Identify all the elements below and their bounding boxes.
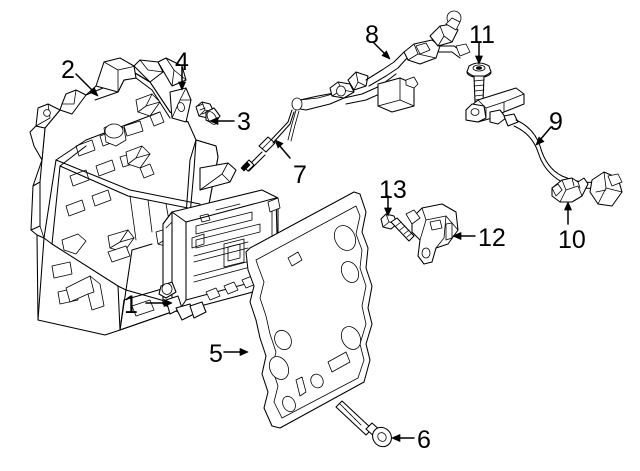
callout-label-12: 12 bbox=[478, 224, 506, 252]
callout-leaders bbox=[75, 41, 572, 442]
part-5-module-cover-plate bbox=[245, 191, 373, 429]
callout-label-9: 9 bbox=[549, 108, 563, 136]
callout-label-2: 2 bbox=[61, 56, 75, 84]
callout-label-7: 7 bbox=[293, 161, 307, 189]
part-8-wiring-harness bbox=[287, 10, 471, 142]
part-6-long-shoulder-bolt bbox=[335, 400, 392, 448]
callout-label-10: 10 bbox=[558, 226, 586, 254]
part-10-cable-retainer-clip bbox=[551, 177, 589, 203]
callout-label-6: 6 bbox=[417, 426, 431, 454]
callout-label-13: 13 bbox=[379, 176, 407, 204]
part-1-engine-control-module bbox=[158, 189, 281, 321]
callout-label-4: 4 bbox=[175, 48, 189, 76]
callout-label-3: 3 bbox=[237, 108, 251, 136]
callout-label-8: 8 bbox=[365, 21, 379, 49]
part-12-sensor-bracket bbox=[405, 203, 459, 265]
part-7-antenna-rod bbox=[240, 109, 295, 172]
callout-label-1: 1 bbox=[124, 291, 138, 319]
callout-label-5: 5 bbox=[209, 340, 223, 368]
part-2-control-module-bracket bbox=[29, 57, 237, 336]
part-13-bracket-bolt bbox=[380, 213, 415, 242]
part-11-sensor-mounting-bolt bbox=[466, 62, 492, 103]
part-9-sensor-cable-assembly bbox=[465, 87, 623, 207]
part-4-retaining-clip bbox=[169, 87, 192, 123]
callout-label-11: 11 bbox=[469, 21, 495, 49]
